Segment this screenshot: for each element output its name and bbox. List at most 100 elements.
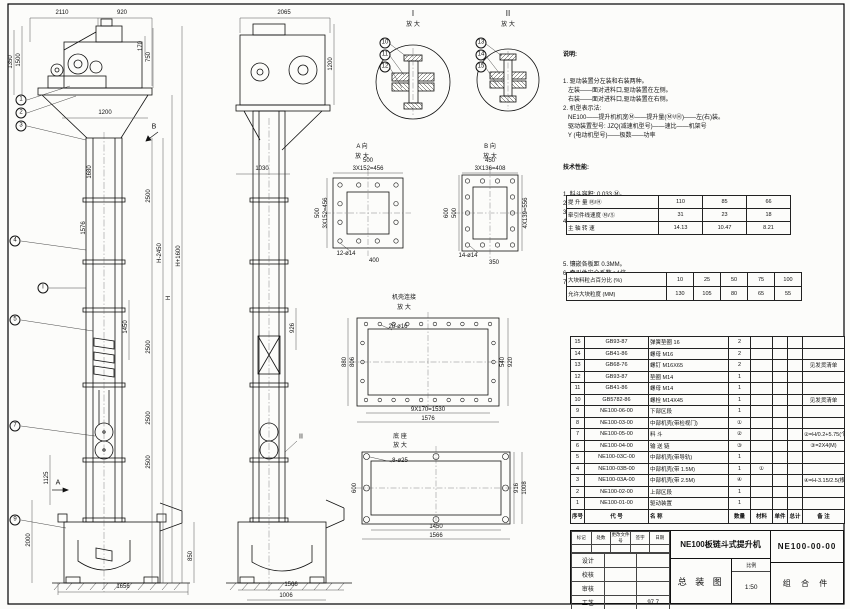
dim-label: 2500	[146, 340, 152, 354]
dim-label: 放 大	[397, 305, 411, 311]
dim-label: 放 大	[501, 22, 515, 28]
dim-label: 3X152=456	[323, 197, 329, 229]
dim-label: 1500	[16, 53, 22, 67]
dim-label: 2110	[55, 10, 69, 16]
dim-label: 1030	[255, 166, 269, 172]
item-balloon: 10	[379, 37, 391, 49]
notes-block: 说明: 1. 驱动装置分左装和右装两种。 左装——面对进料口,驱动装置在左侧。 …	[563, 33, 724, 150]
tech-heading: 技术性能:	[563, 165, 589, 171]
dim-label: I	[411, 9, 415, 18]
note-line: 驱动装置型号: JZQ(减速机型号)——速比——机架号	[563, 124, 707, 130]
dim-label: 4X139=556	[523, 197, 529, 229]
dim-label: B	[151, 123, 157, 131]
detail-casing-joint	[347, 312, 509, 423]
note-line: 1. 驱动装置分左装和右装两种。	[563, 79, 648, 85]
dim-label: 450	[484, 158, 496, 164]
dim-label: 920	[116, 10, 128, 16]
item-balloon: 2	[15, 107, 27, 119]
item-balloon: 11	[379, 49, 391, 61]
detail-II	[476, 43, 540, 112]
note-line: 2. 机型表示法:	[563, 106, 602, 112]
dim-label: 1200	[98, 110, 112, 116]
dim-label: 750	[146, 51, 152, 63]
assembly-label: 组 合 件	[782, 578, 832, 588]
dim-label: 3X152=456	[352, 166, 384, 172]
dim-label: 806	[350, 356, 356, 368]
note-line: 5. 镶嵌各板距 0.3MM。	[563, 262, 626, 268]
dim-label: 1566	[284, 582, 298, 588]
dim-label: H+1600	[176, 245, 182, 267]
item-balloon: 15	[475, 61, 487, 73]
dim-label: 170	[138, 40, 144, 52]
dim-label: II	[299, 433, 303, 441]
dim-label: 600	[444, 207, 450, 219]
dim-label: 12-ø14	[336, 251, 356, 257]
dim-label: 9X170=1530	[410, 407, 446, 413]
scale-label: 比例	[732, 559, 770, 572]
signature-row: 审核	[571, 581, 670, 596]
item-balloon: 5	[9, 314, 21, 326]
item-balloon: 3	[15, 120, 27, 132]
title-block-middle: NE100板链斗式提升机 总 装 图 比例 1:50	[671, 531, 771, 603]
item-balloon: 1	[15, 94, 27, 106]
dim-label: H	[166, 295, 172, 301]
dim-label: 1680	[87, 165, 93, 179]
dim-label: 1450	[123, 320, 129, 334]
dim-label: 8-ø25	[392, 458, 408, 464]
dim-label: 1008	[522, 481, 528, 495]
dim-label: 放 大	[483, 154, 497, 160]
drawing-number: NE100-00-00	[771, 531, 843, 563]
dim-label: 1200	[328, 57, 334, 71]
detail-I	[375, 43, 451, 120]
bom-header-row: 序号代 号名 称数量材料单件总计备 注	[570, 508, 845, 524]
side-view	[235, 23, 345, 592]
dim-label: 1125	[44, 471, 50, 485]
dim-label: 2500	[146, 455, 152, 469]
dim-label: 920	[508, 356, 514, 368]
dim-label: 400	[368, 258, 380, 264]
dim-label: 500	[315, 207, 321, 219]
title-block-right: NE100-00-00 组 合 件	[771, 531, 843, 603]
dim-label: 机壳连接	[391, 295, 417, 301]
dim-label: 926	[290, 322, 296, 334]
note-line: 右装——面对进料口,驱动装置在右侧。	[563, 97, 672, 103]
item-balloon: 13	[475, 37, 487, 49]
dim-label: A	[55, 479, 61, 487]
dim-label: 2500	[146, 189, 152, 203]
balloon-leaders	[20, 85, 298, 529]
dim-label: 500	[452, 207, 458, 219]
dimension-lines	[13, 17, 344, 601]
signature-row: 设计	[571, 553, 670, 568]
item-balloon: I	[37, 282, 49, 294]
dim-label: 2000	[26, 533, 32, 547]
notes-heading: 说明:	[563, 52, 577, 58]
signature-row: 校核	[571, 567, 670, 582]
dim-label: 1576	[421, 416, 435, 422]
dim-label: 1576	[81, 221, 87, 235]
dim-label: 14-ø14	[458, 253, 478, 259]
dim-label: B 向	[484, 144, 496, 150]
view-arrows	[52, 131, 159, 493]
dim-label: 850	[188, 550, 194, 562]
dim-label: 放 大	[355, 154, 369, 160]
dim-label: II	[505, 9, 511, 18]
item-balloon: 14	[475, 49, 487, 61]
dim-label: 2500	[146, 411, 152, 425]
item-balloon: 4	[9, 235, 21, 247]
